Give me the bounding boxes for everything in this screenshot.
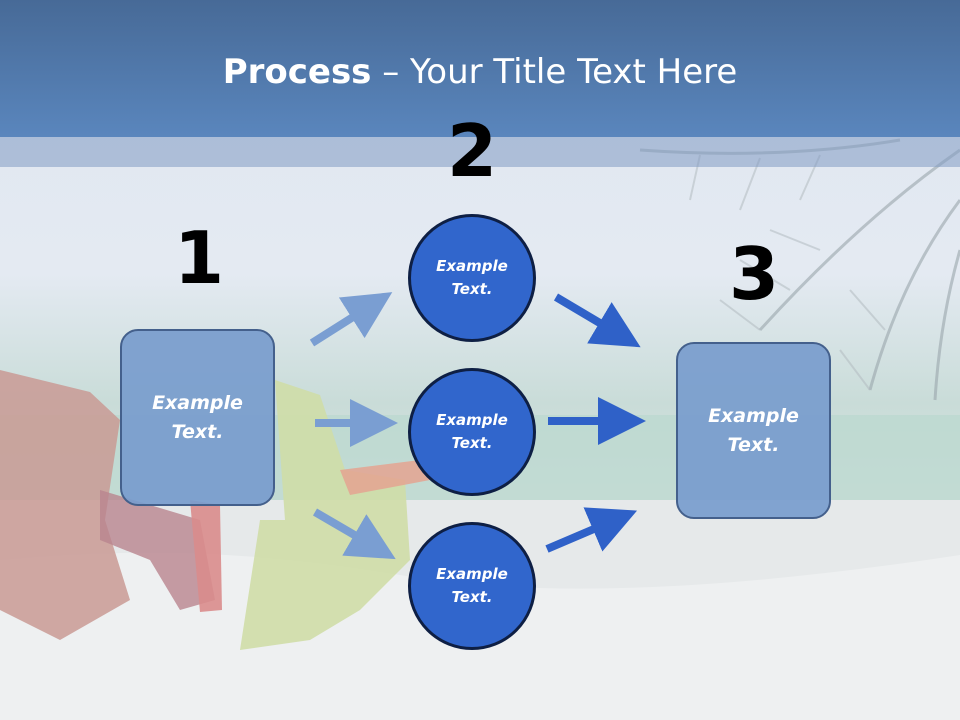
step-number-1: 1 bbox=[173, 216, 225, 300]
circle-top-text: Example Text. bbox=[436, 257, 508, 298]
arrow-bottom-to-right bbox=[545, 507, 638, 553]
circle-bottom-text: Example Text. bbox=[436, 565, 508, 606]
title-bold: Process bbox=[222, 52, 372, 92]
title-bar bbox=[0, 0, 960, 137]
title-band bbox=[0, 137, 960, 167]
right-box-text: Example Text. bbox=[708, 404, 799, 456]
circle-top: Example Text. bbox=[408, 214, 536, 342]
left-process-box: Example Text. bbox=[120, 329, 275, 506]
left-box-text: Example Text. bbox=[152, 391, 243, 443]
right-process-box: Example Text. bbox=[676, 342, 831, 519]
circle-bottom: Example Text. bbox=[408, 522, 536, 650]
circle-middle-text: Example Text. bbox=[436, 411, 508, 452]
step-number-3: 3 bbox=[728, 232, 780, 316]
circle-middle: Example Text. bbox=[408, 368, 536, 496]
step-number-2: 2 bbox=[446, 109, 498, 193]
arrow-left-to-top bbox=[309, 292, 393, 347]
arrow-top-to-right bbox=[553, 293, 641, 348]
arrow-left-to-bottom bbox=[312, 508, 396, 560]
slide-title: Process – Your Title Text Here bbox=[0, 52, 960, 92]
title-rest: – Your Title Text Here bbox=[371, 52, 738, 92]
